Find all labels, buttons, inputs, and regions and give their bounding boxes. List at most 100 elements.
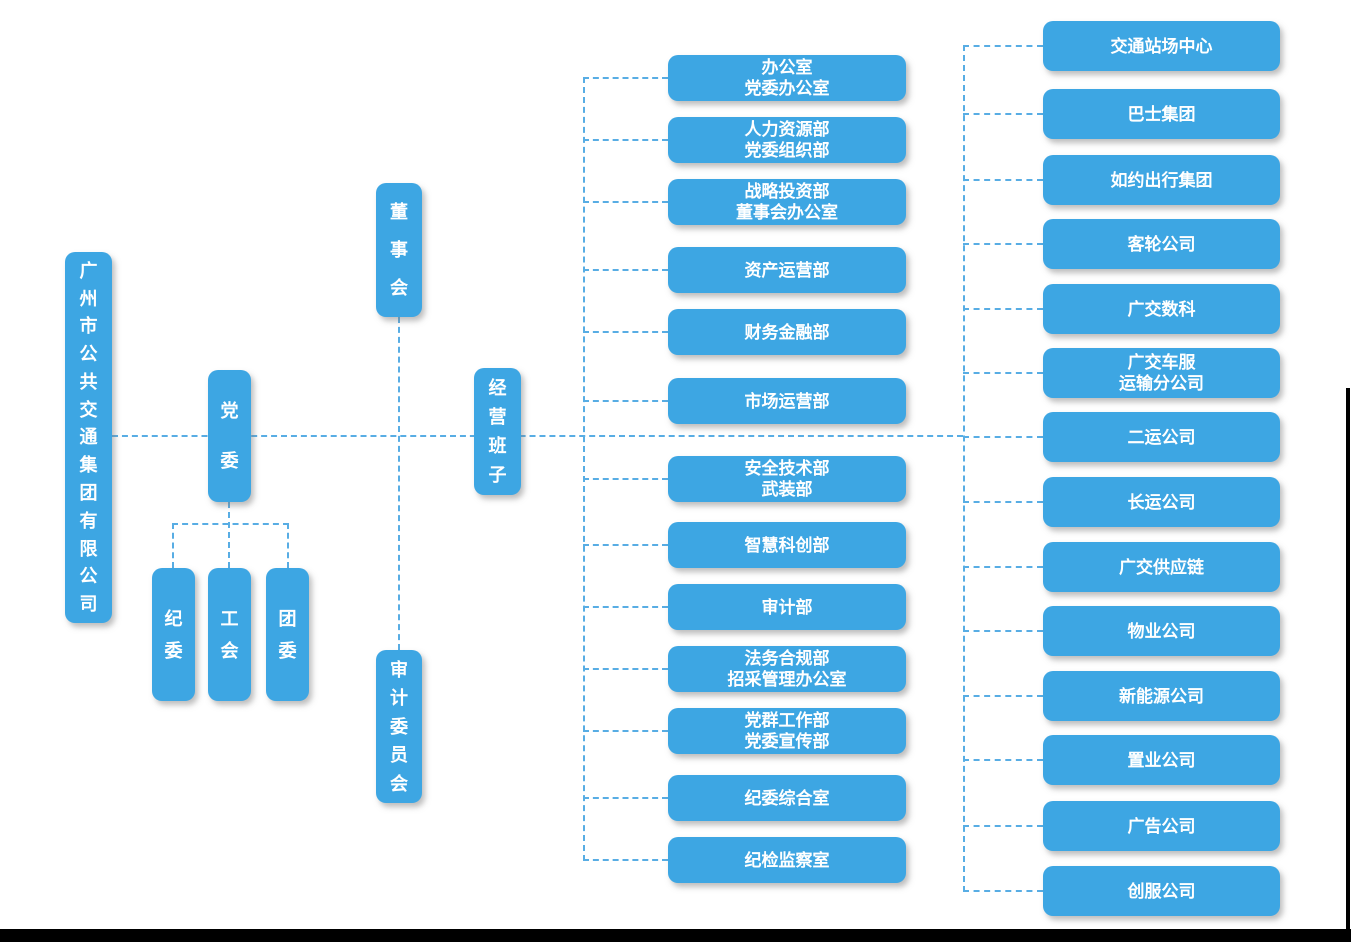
box-label: 二运公司	[1127, 427, 1196, 447]
connector-departments-spine	[583, 77, 585, 861]
box-label: 纪检监察室	[744, 850, 830, 870]
department-box-3: 资产运营部	[668, 247, 906, 293]
box-label-char: 会	[390, 773, 408, 794]
connector-stub-department-7	[583, 544, 668, 546]
box-label-char: 限	[79, 538, 98, 559]
connector-stub-department-1	[583, 139, 668, 141]
box-label: 如约出行集团	[1110, 170, 1213, 190]
box-label-char: 子	[488, 465, 507, 485]
box-label: 战略投资部	[744, 182, 830, 201]
connector-stub-subsidiary-11	[963, 759, 1043, 761]
connector-stub-subsidiary-12	[963, 825, 1043, 827]
box-label: 交通站场中心	[1110, 36, 1213, 56]
connector-party-sub-left	[172, 523, 174, 568]
connector-stub-subsidiary-7	[963, 501, 1043, 503]
box-label-char: 事	[390, 240, 408, 260]
connector-stub-department-4	[583, 331, 668, 333]
department-box-11: 纪委综合室	[668, 775, 906, 821]
connector-stub-subsidiary-10	[963, 695, 1043, 697]
connector-stub-subsidiary-4	[963, 308, 1043, 310]
box-label: 智慧科创部	[744, 535, 830, 555]
box-label: 人力资源部	[744, 120, 830, 139]
box-label: 客轮公司	[1127, 234, 1196, 254]
connector-stub-subsidiary-0	[963, 45, 1043, 47]
connector-subsidiaries-spine	[963, 45, 965, 892]
box-label-char: 通	[79, 427, 98, 448]
box-label-char: 计	[390, 688, 408, 708]
box-label: 物业公司	[1127, 621, 1196, 641]
box-label-char: 委	[220, 451, 239, 471]
box-label: 财务金融部	[744, 322, 830, 342]
box-label-char: 营	[488, 407, 507, 427]
subsidiary-box-9: 物业公司	[1043, 606, 1280, 656]
box-label: 置业公司	[1127, 750, 1196, 770]
box-label: 广交供应链	[1119, 557, 1204, 577]
subsidiary-box-7: 长运公司	[1043, 477, 1280, 527]
discipline-committee-box: 纪委	[152, 568, 195, 701]
subsidiary-box-13: 创服公司	[1043, 866, 1280, 916]
subsidiary-box-2: 如约出行集团	[1043, 155, 1280, 205]
box-label-char: 委	[278, 640, 297, 661]
box-label-char: 有	[79, 510, 98, 531]
box-label: 招采管理办公室	[727, 670, 847, 689]
department-box-7: 智慧科创部	[668, 522, 906, 568]
box-label: 创服公司	[1127, 881, 1196, 901]
box-label: 长运公司	[1127, 492, 1196, 512]
box-label-char: 共	[79, 371, 98, 392]
connector-main-horizontal	[112, 435, 963, 437]
window-right-border	[1346, 388, 1350, 942]
subsidiary-box-10: 新能源公司	[1043, 671, 1280, 721]
box-label-char: 工	[220, 608, 239, 629]
department-box-10: 党群工作部党委宣传部	[668, 708, 906, 754]
labor-union-box: 工会	[208, 568, 251, 701]
box-label: 广告公司	[1127, 816, 1196, 836]
box-label-char: 会	[220, 640, 239, 661]
connector-stub-subsidiary-6	[963, 436, 1043, 438]
subsidiary-box-1: 巴士集团	[1043, 89, 1280, 139]
connector-stub-department-9	[583, 668, 668, 670]
box-label-char: 经	[488, 378, 507, 398]
box-label-char: 公	[79, 566, 98, 587]
box-label: 审计部	[761, 597, 813, 617]
subsidiary-box-12: 广告公司	[1043, 801, 1280, 851]
connector-party-sub-right	[287, 523, 289, 568]
party-committee-box: 党委	[208, 370, 251, 502]
subsidiary-box-0: 交通站场中心	[1043, 21, 1280, 71]
department-box-9: 法务合规部招采管理办公室	[668, 646, 906, 692]
box-label: 广交数科	[1127, 299, 1196, 319]
box-label: 巴士集团	[1127, 104, 1196, 124]
connector-stub-subsidiary-13	[963, 890, 1043, 892]
department-box-4: 财务金融部	[668, 309, 906, 355]
department-box-0: 办公室党委办公室	[668, 55, 906, 101]
box-label-char: 会	[390, 278, 408, 298]
box-label-char: 委	[390, 716, 408, 737]
connector-stub-department-3	[583, 269, 668, 271]
box-label-char: 审	[390, 659, 408, 680]
box-label-char: 团	[79, 483, 98, 504]
department-box-6: 安全技术部武装部	[668, 456, 906, 502]
subsidiary-box-8: 广交供应链	[1043, 542, 1280, 592]
connector-stub-subsidiary-9	[963, 630, 1043, 632]
subsidiary-box-4: 广交数科	[1043, 284, 1280, 334]
subsidiary-box-6: 二运公司	[1043, 412, 1280, 462]
connector-stub-department-5	[583, 400, 668, 402]
box-label-char: 集	[79, 455, 98, 476]
box-label-char: 市	[79, 316, 98, 337]
box-label-char: 团	[278, 608, 297, 629]
management-team-box: 经营班子	[474, 368, 521, 495]
box-label: 党委办公室	[744, 79, 830, 98]
box-label-char: 委	[164, 640, 183, 661]
window-bottom-border	[0, 929, 1351, 942]
connector-stub-department-11	[583, 797, 668, 799]
connector-stub-department-8	[583, 606, 668, 608]
box-label: 纪委综合室	[744, 788, 830, 808]
box-label: 法务合规部	[744, 649, 830, 668]
department-box-2: 战略投资部董事会办公室	[668, 179, 906, 225]
subsidiary-box-11: 置业公司	[1043, 735, 1280, 785]
root-company-box: 广州市公共交通集团有限公司	[65, 252, 112, 623]
connector-party-sub-mid	[228, 502, 230, 568]
box-label-char: 班	[488, 436, 507, 456]
box-label-char: 员	[390, 745, 408, 765]
connector-board-audit-vertical	[398, 317, 400, 650]
